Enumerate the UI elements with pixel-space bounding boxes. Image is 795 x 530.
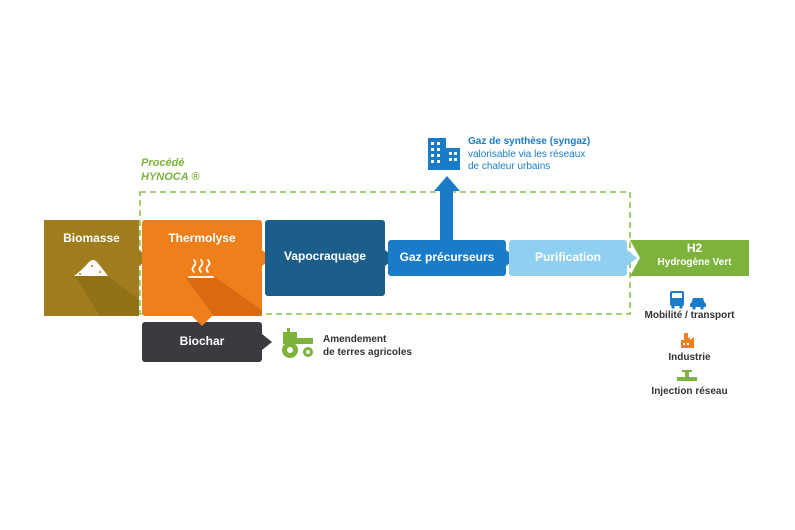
purification-arrow xyxy=(627,250,637,266)
process-title: Procédé HYNOCA ® xyxy=(141,156,199,185)
biomasse-label: Biomasse xyxy=(63,231,120,246)
amendement-line2: de terres agricoles xyxy=(323,346,412,358)
biomass-pile-icon xyxy=(74,260,108,276)
tractor-icon xyxy=(282,328,313,358)
purification-box xyxy=(509,240,627,276)
vapocraquage-label: Vapocraquage xyxy=(283,249,367,264)
thermolyse-shadow xyxy=(186,278,262,316)
biochar-arrow xyxy=(262,334,272,350)
purification-label: Purification xyxy=(534,250,601,265)
gaz-precurseurs-box xyxy=(388,240,506,276)
industrie-label: Industrie xyxy=(668,352,711,363)
gaz-precurseurs-label: Gaz précurseurs xyxy=(399,250,495,265)
thermolyse-label: Thermolyse xyxy=(168,231,236,246)
amendement-line1: Amendement xyxy=(323,334,387,345)
process-title-line2: HYNOCA ® xyxy=(141,171,200,184)
heat-icon xyxy=(188,259,214,278)
biochar-box xyxy=(142,322,262,362)
h2-subtitle-label: Hydrogène Vert xyxy=(657,257,732,269)
syngaz-line1: Gaz de synthèse (syngaz) xyxy=(468,136,591,147)
process-title-line1: Procédé xyxy=(141,157,185,169)
syngaz-line2: valorisable via les réseaux xyxy=(468,148,586,160)
h2-box xyxy=(630,240,749,276)
injection-label: Injection réseau xyxy=(651,386,728,397)
factory-icon xyxy=(681,333,694,348)
bus-icon xyxy=(670,291,684,309)
syngaz-text: Gaz de synthèse (syngaz) valorisable via… xyxy=(468,136,590,174)
building-icon xyxy=(428,138,460,170)
vapocraquage-box xyxy=(265,220,385,296)
biomasse-shadow xyxy=(75,276,139,316)
h2-label: H2 xyxy=(686,241,703,256)
car-icon xyxy=(690,298,706,310)
thermolyse-arrow-down xyxy=(192,316,212,326)
pipe-icon xyxy=(677,370,697,381)
mobilite-label: Mobilité / transport xyxy=(644,310,735,321)
biochar-label: Biochar xyxy=(179,334,225,349)
amendement-text: Amendement de terres agricoles xyxy=(323,334,412,359)
syngaz-up-arrow xyxy=(434,176,460,240)
syngaz-line3: de chaleur urbains xyxy=(468,161,551,172)
